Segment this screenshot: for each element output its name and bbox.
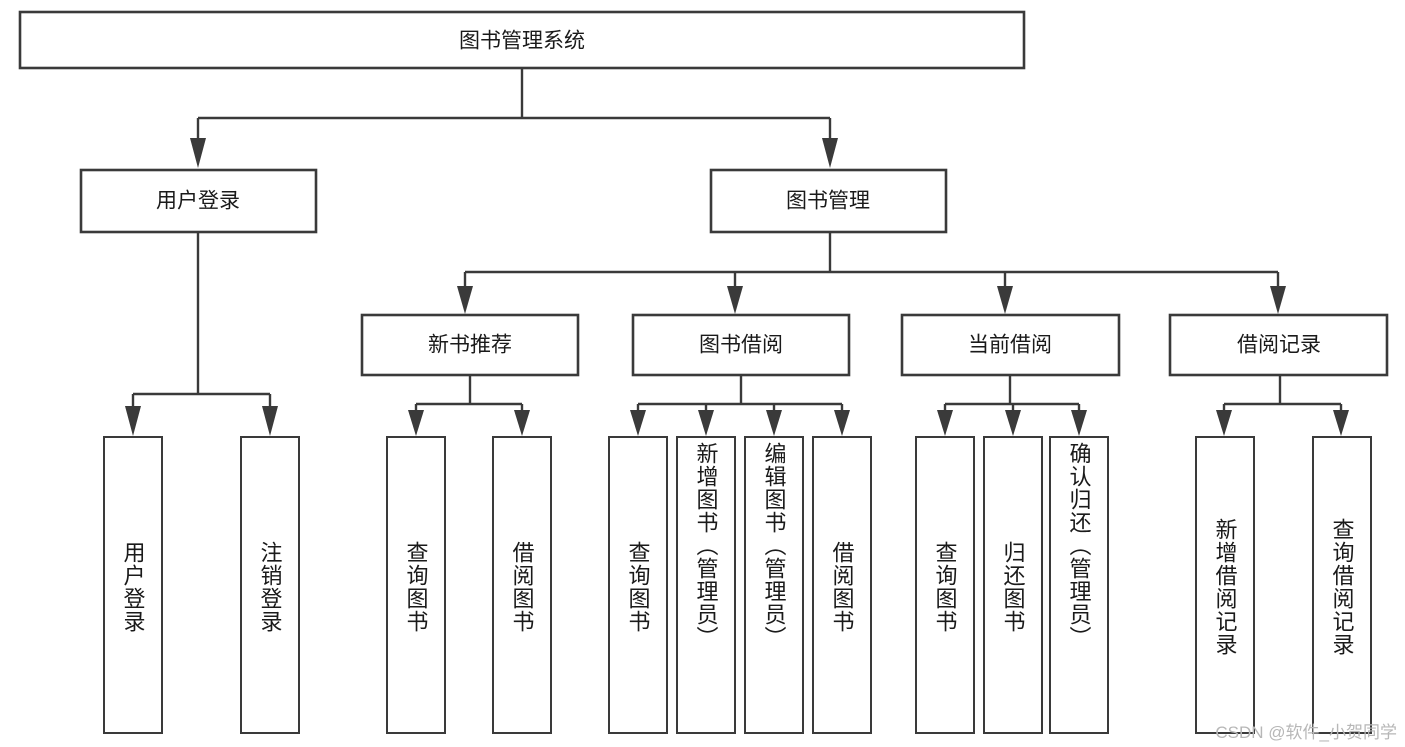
arrow-records-leaf-1 (1216, 410, 1232, 436)
node-borrow-records-label: 借阅记录 (1237, 334, 1321, 357)
leaf-label: 编辑图书（管理员） (761, 442, 787, 649)
node-book-management-box[interactable] (709, 168, 948, 234)
arrow-userlogin-leaf-2 (262, 406, 278, 436)
arrow-newbook-leaf-1 (408, 410, 424, 436)
leaf-label: 查询图书 (403, 541, 429, 633)
node-current-borrow-label: 当前借阅 (968, 334, 1052, 357)
node-user-login-box[interactable] (79, 168, 318, 234)
node-new-book-recommend-box[interactable] (360, 313, 580, 377)
leaf-book-borrow-3[interactable]: 编辑图书（管理员） (744, 436, 804, 734)
leaf-label: 借阅图书 (829, 541, 855, 633)
arrow-to-records (1270, 286, 1286, 314)
arrow-to-current (997, 286, 1013, 314)
leaf-book-borrow-2[interactable]: 新增图书（管理员） (676, 436, 736, 734)
arrow-newbook-leaf-2 (514, 410, 530, 436)
node-book-borrow-box[interactable] (631, 313, 851, 377)
node-root-box[interactable] (18, 10, 1026, 70)
leaf-new-book-1[interactable]: 查询图书 (386, 436, 446, 734)
leaf-label: 新增图书（管理员） (693, 442, 719, 649)
leaf-label: 查询借阅记录 (1329, 518, 1355, 656)
node-root-label: 图书管理系统 (459, 30, 585, 53)
leaf-label: 借阅图书 (509, 541, 535, 633)
arrow-to-newbook (457, 286, 473, 314)
leaf-new-book-2[interactable]: 借阅图书 (492, 436, 552, 734)
watermark-text: CSDN @软件_小贺同学 (1215, 723, 1397, 742)
arrow-borrow-leaf-3 (766, 410, 782, 436)
node-borrow-records-box[interactable] (1168, 313, 1389, 377)
arrow-records-leaf-2 (1333, 410, 1349, 436)
node-book-borrow-label: 图书借阅 (699, 334, 783, 357)
leaf-current-borrow-1[interactable]: 查询图书 (915, 436, 975, 734)
leaf-user-login-1[interactable]: 用户登录 (103, 436, 163, 734)
arrow-root-to-userlogin (190, 138, 206, 168)
arrow-borrow-leaf-2 (698, 410, 714, 436)
leaf-borrow-records-2[interactable]: 查询借阅记录 (1312, 436, 1372, 734)
leaf-current-borrow-3[interactable]: 确认归还（管理员） (1049, 436, 1109, 734)
arrow-to-borrow (727, 286, 743, 314)
leaf-label: 用户登录 (120, 541, 146, 633)
leaf-label: 注销登录 (257, 541, 283, 633)
leaf-book-borrow-4[interactable]: 借阅图书 (812, 436, 872, 734)
leaf-label: 确认归还（管理员） (1066, 442, 1092, 649)
leaf-label: 查询图书 (932, 541, 958, 633)
node-user-login-label: 用户登录 (156, 190, 240, 213)
leaf-user-login-2[interactable]: 注销登录 (240, 436, 300, 734)
connector-layer (125, 68, 1349, 436)
arrow-borrow-leaf-4 (834, 410, 850, 436)
node-book-management-label: 图书管理 (786, 190, 870, 213)
leaf-book-borrow-1[interactable]: 查询图书 (608, 436, 668, 734)
arrow-root-to-bookmgmt (822, 138, 838, 168)
arrow-current-leaf-3 (1071, 410, 1087, 436)
leaf-label: 查询图书 (625, 541, 651, 633)
arrow-current-leaf-1 (937, 410, 953, 436)
leaf-current-borrow-2[interactable]: 归还图书 (983, 436, 1043, 734)
leaf-borrow-records-1[interactable]: 新增借阅记录 (1195, 436, 1255, 734)
leaf-label: 归还图书 (1000, 541, 1026, 633)
leaf-label: 新增借阅记录 (1212, 518, 1238, 656)
node-current-borrow-box[interactable] (900, 313, 1121, 377)
arrow-userlogin-leaf-1 (125, 406, 141, 436)
node-new-book-recommend-label: 新书推荐 (428, 334, 512, 357)
node-layer: 图书管理系统 用户登录 图书管理 新书推荐 图书借阅 当前借阅 借阅记录 (18, 10, 1389, 377)
arrow-borrow-leaf-1 (630, 410, 646, 436)
arrow-current-leaf-2 (1005, 410, 1021, 436)
